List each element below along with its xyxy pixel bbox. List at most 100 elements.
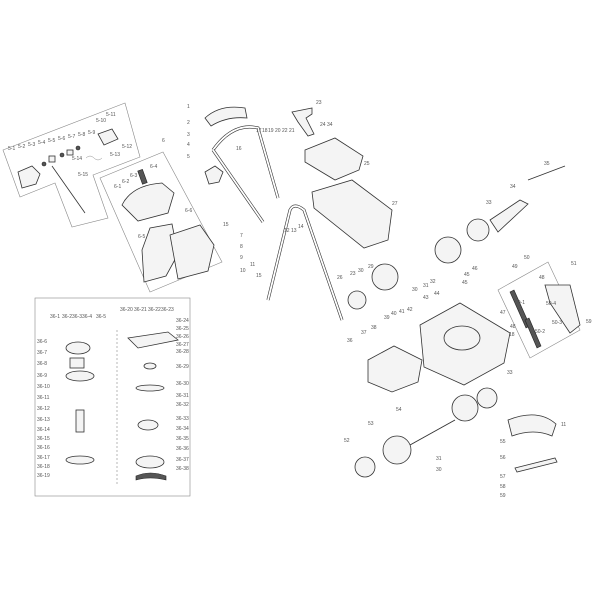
part-5-5 <box>48 155 56 163</box>
part-label: 36-33 <box>176 416 189 422</box>
part-23 <box>291 107 315 137</box>
part-label: 57 <box>500 474 506 480</box>
part-33 <box>489 199 529 233</box>
part-label: 19 <box>268 128 274 134</box>
part-label: 50-2 <box>535 329 545 335</box>
part-label: 22 <box>282 128 288 134</box>
part-label: 36-10 <box>37 384 50 390</box>
part-label: 36-5 <box>96 314 106 320</box>
part-label: 48 <box>539 275 545 281</box>
part-label: 42 <box>407 307 413 313</box>
part-label: 52 <box>344 438 350 444</box>
part-label: 36-24 <box>176 318 189 324</box>
part-36-27 <box>127 331 179 349</box>
part-36-6 <box>65 341 91 355</box>
part-label: 36-36 <box>176 446 189 452</box>
group-6-box <box>99 151 223 293</box>
part-label: 36-9 <box>37 373 47 379</box>
grass-bag-6-5 <box>141 223 179 283</box>
part-label: 10 <box>240 268 246 274</box>
blade-guard-55 <box>507 414 557 437</box>
part-label: 45 <box>462 280 468 286</box>
cable-5-13 <box>85 155 103 161</box>
hubcap <box>466 218 490 242</box>
part-label: 12 <box>284 228 290 234</box>
part-label: 55 <box>500 439 506 445</box>
part-5-3 <box>41 161 47 167</box>
part-5-6 <box>59 152 65 158</box>
part-label: 38 <box>371 325 377 331</box>
parts <box>17 106 581 481</box>
part-label: 23 <box>350 271 356 277</box>
part-5-8 <box>66 149 74 156</box>
part-label: 36-12 <box>37 406 50 412</box>
part-label: 30 <box>358 268 364 274</box>
part-label: 36-19 <box>37 473 50 479</box>
rear-wheel-right <box>434 236 462 264</box>
part-label: 36-21 <box>134 307 147 313</box>
part-label: 5-14 <box>72 156 82 162</box>
part-label: 6-6 <box>185 208 192 214</box>
part-label: 6-1 <box>114 184 121 190</box>
part-label: 36-22 <box>148 307 161 313</box>
deck-opening <box>443 325 481 351</box>
part-label: 50-4 <box>546 301 556 307</box>
group-36-box <box>34 297 191 497</box>
part-label: 23 <box>316 100 322 106</box>
part-label: 5-2 <box>18 144 25 150</box>
part-label: 18 <box>262 128 268 134</box>
part-label: 31 <box>423 283 429 289</box>
part-label: 36 <box>347 338 353 344</box>
part-label: 5 <box>187 154 190 160</box>
part-label: 54 <box>396 407 402 413</box>
part-label: 36-13 <box>37 417 50 423</box>
part-label: 47 <box>500 310 506 316</box>
part-36-38 <box>135 472 167 481</box>
bar-50-2 <box>524 317 542 349</box>
part-label: 44 <box>434 291 440 297</box>
part-label: 50-1 <box>515 300 525 306</box>
part-label: 56 <box>500 455 506 461</box>
part-5-9 <box>75 145 81 151</box>
grass-bag-6-6 <box>169 224 215 280</box>
part-label: 36-11 <box>37 395 50 401</box>
part-label: 45 <box>464 272 470 278</box>
part-36-8 <box>65 370 95 382</box>
part-label: 15 <box>223 222 229 228</box>
flap-51 <box>544 284 581 334</box>
switch-box-part <box>17 165 41 189</box>
part-label: 34 <box>327 122 333 128</box>
part-label: 36-28 <box>176 349 189 355</box>
part-label: 31 <box>436 456 442 462</box>
part-label: 49 <box>512 264 518 270</box>
part-label: 36-26 <box>176 334 189 340</box>
part-label: 41 <box>399 309 405 315</box>
group-5-box <box>2 102 141 228</box>
part-label: 36-27 <box>176 342 189 348</box>
part-label: 30 <box>412 287 418 293</box>
part-label: 5-1 <box>8 146 15 152</box>
bag-frame-6-3 <box>121 182 175 222</box>
rear-wheel-left <box>371 263 399 291</box>
part-label: 27 <box>392 201 398 207</box>
switch-housing-5 <box>204 165 224 185</box>
part-label: 5-12 <box>122 144 132 150</box>
part-label: 36-32 <box>176 402 189 408</box>
part-label: 18 <box>509 332 515 338</box>
part-label: 29 <box>368 264 374 270</box>
part-label: 6-2 <box>122 179 129 185</box>
part-label: 36-23 <box>161 307 174 313</box>
part-label: 5-5 <box>48 138 55 144</box>
part-label: 46 <box>472 266 478 272</box>
part-label: 36-30 <box>176 381 189 387</box>
part-label: 36-1 <box>50 314 60 320</box>
part-label: 8 <box>240 244 243 250</box>
part-label: 36-17 <box>37 455 50 461</box>
part-label: 16 <box>236 146 242 152</box>
part-label: 36-3 <box>72 314 82 320</box>
part-label: 36-31 <box>176 393 189 399</box>
rod-34 <box>527 165 566 181</box>
part-label: 39 <box>384 315 390 321</box>
part-36-28 <box>143 362 157 370</box>
